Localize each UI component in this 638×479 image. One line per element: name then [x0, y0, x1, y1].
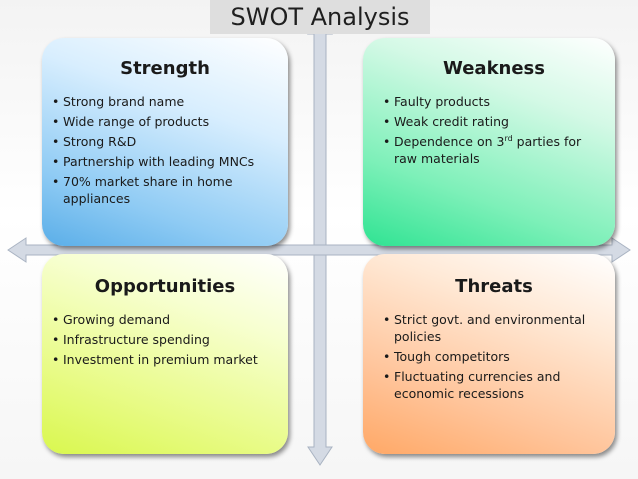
list-item: Fluctuating currencies and economic rece… [383, 368, 605, 402]
threats-quadrant: Threats Strict govt. and environmental p… [363, 254, 615, 454]
opportunities-list: Growing demand Infrastructure spending I… [52, 311, 278, 368]
weakness-list: Faulty products Weak credit rating Depen… [383, 93, 605, 167]
threats-list: Strict govt. and environmental policies … [383, 311, 605, 402]
opportunities-quadrant: Opportunities Growing demand Infrastruct… [42, 254, 288, 454]
list-item: Strict govt. and environmental policies [383, 311, 605, 345]
list-item: 70% market share in home appliances [52, 173, 278, 207]
opportunities-heading: Opportunities [94, 276, 236, 297]
list-item: Investment in premium market [52, 351, 278, 368]
threats-heading: Threats [455, 276, 533, 297]
horizontal-axis-arrow [7, 237, 631, 263]
list-item: Strong R&D [52, 133, 278, 150]
weakness-quadrant: Weakness Faulty products Weak credit rat… [363, 38, 615, 246]
slide-title: SWOT Analysis [210, 0, 430, 34]
strength-heading: Strength [120, 58, 210, 79]
list-item: Partnership with leading MNCs [52, 153, 278, 170]
weakness-heading: Weakness [443, 58, 545, 79]
list-item: Growing demand [52, 311, 278, 328]
vertical-axis-arrow [307, 17, 333, 466]
list-item: Faulty products [383, 93, 605, 110]
list-item: Strong brand name [52, 93, 278, 110]
list-item: Tough competitors [383, 348, 605, 365]
list-item: Dependence on 3rd parties for raw materi… [383, 133, 605, 167]
strength-quadrant: Strength Strong brand name Wide range of… [42, 38, 288, 246]
list-item: Wide range of products [52, 113, 278, 130]
strength-list: Strong brand name Wide range of products… [52, 93, 278, 207]
list-item: Infrastructure spending [52, 331, 278, 348]
list-item: Weak credit rating [383, 113, 605, 130]
